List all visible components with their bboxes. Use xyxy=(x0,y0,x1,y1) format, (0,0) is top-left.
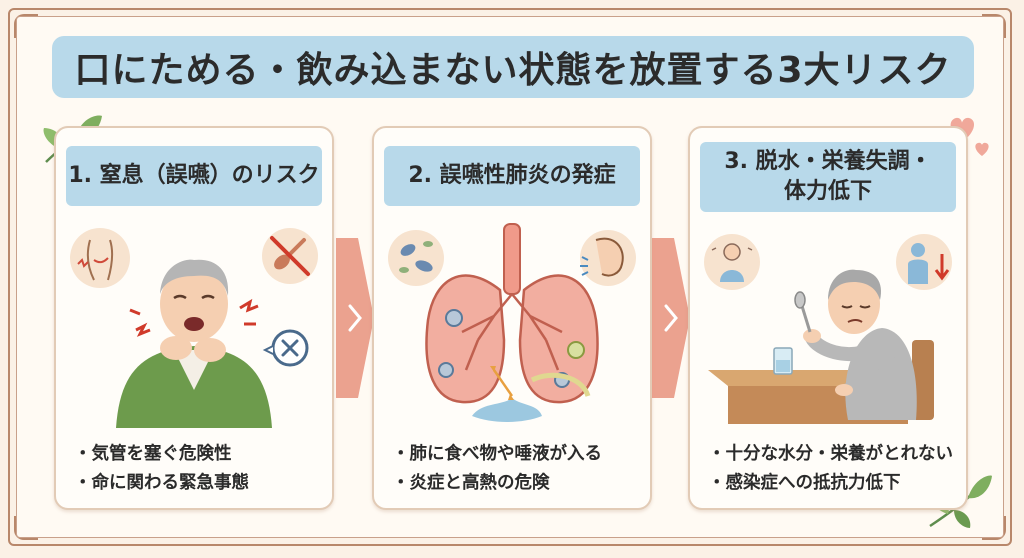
choking-elderly-illustration xyxy=(70,228,318,428)
bullet-item: ・十分な水分・栄養がとれない xyxy=(708,444,953,464)
bacteria-icon xyxy=(388,230,444,286)
card-title: 1. 窒息（誤嚥）のリスク xyxy=(68,163,320,188)
bullet-item: ・感染症への抵抗力低下 xyxy=(708,473,901,493)
throat-icon xyxy=(70,228,130,288)
risk-card-pneumonia: 2. 誤嚥性肺炎の発症 xyxy=(372,126,652,510)
card-heading: 2. 誤嚥性肺炎の発症 xyxy=(384,146,640,206)
lungs-illustration xyxy=(388,223,636,422)
risk-card-dehydration: 3. 脱水・栄養失調・体力低下 xyxy=(688,126,968,510)
card-title: 2. 誤嚥性肺炎の発症 xyxy=(408,163,616,188)
risk-card-choking: 1. 窒息（誤嚥）のリスク xyxy=(54,126,334,510)
bullet-item: ・気管を塞ぐ危険性 xyxy=(74,444,232,464)
bullet-item: ・肺に食べ物や唾液が入る xyxy=(392,444,602,464)
chevron-right-icon xyxy=(336,238,374,398)
risk-bullet-list: ・気管を塞ぐ危険性 ・命に関わる緊急事態 xyxy=(74,440,249,498)
risk-bullet-list: ・肺に食べ物や唾液が入る ・炎症と高熱の危険 xyxy=(392,440,602,498)
bullet-item: ・炎症と高熱の危険 xyxy=(392,473,550,493)
risk-bullet-list: ・十分な水分・栄養がとれない ・感染症への抵抗力低下 xyxy=(708,440,953,498)
weak-person-icon xyxy=(704,234,760,290)
card-title: 3. 脱水・栄養失調・体力低下 xyxy=(724,149,932,204)
chevron-right-icon xyxy=(652,238,690,398)
coughing-face-icon xyxy=(580,230,636,286)
decline-person-icon xyxy=(896,234,952,290)
title-banner: 口にためる・飲み込まない状態を放置する3大リスク xyxy=(52,36,974,98)
weak-elderly-illustration xyxy=(704,234,952,424)
page-title: 口にためる・飲み込まない状態を放置する3大リスク xyxy=(74,50,952,91)
bullet-item: ・命に関わる緊急事態 xyxy=(74,473,249,493)
x-mark-icon xyxy=(262,329,309,367)
card-heading: 1. 窒息（誤嚥）のリスク xyxy=(66,146,322,206)
card-heading: 3. 脱水・栄養失調・体力低下 xyxy=(700,142,956,212)
outer-frame xyxy=(8,8,1012,546)
spoon-prohibited-icon xyxy=(262,228,318,284)
